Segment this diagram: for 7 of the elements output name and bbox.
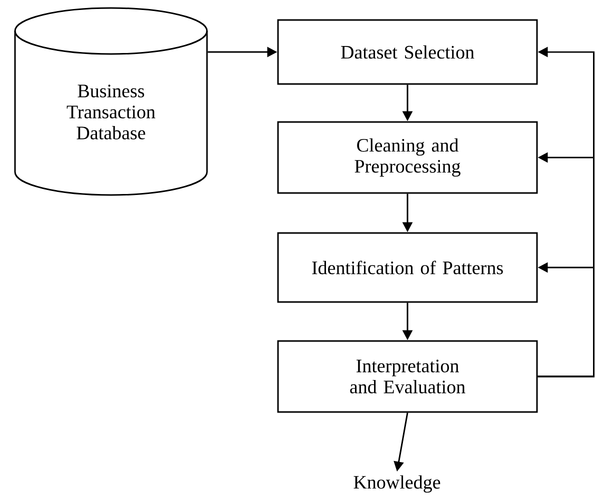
process-box: Cleaning and Preprocessing — [277, 121, 538, 194]
process-box: Identification of Patterns — [277, 232, 538, 303]
database-cylinder: Business Transaction Database — [14, 7, 208, 196]
process-box: Interpretation and Evaluation — [277, 340, 538, 413]
output-text: Knowledge — [354, 475, 440, 493]
node-label: Business Transaction Database — [66, 84, 156, 140]
process-box: Dataset Selection — [277, 19, 538, 85]
